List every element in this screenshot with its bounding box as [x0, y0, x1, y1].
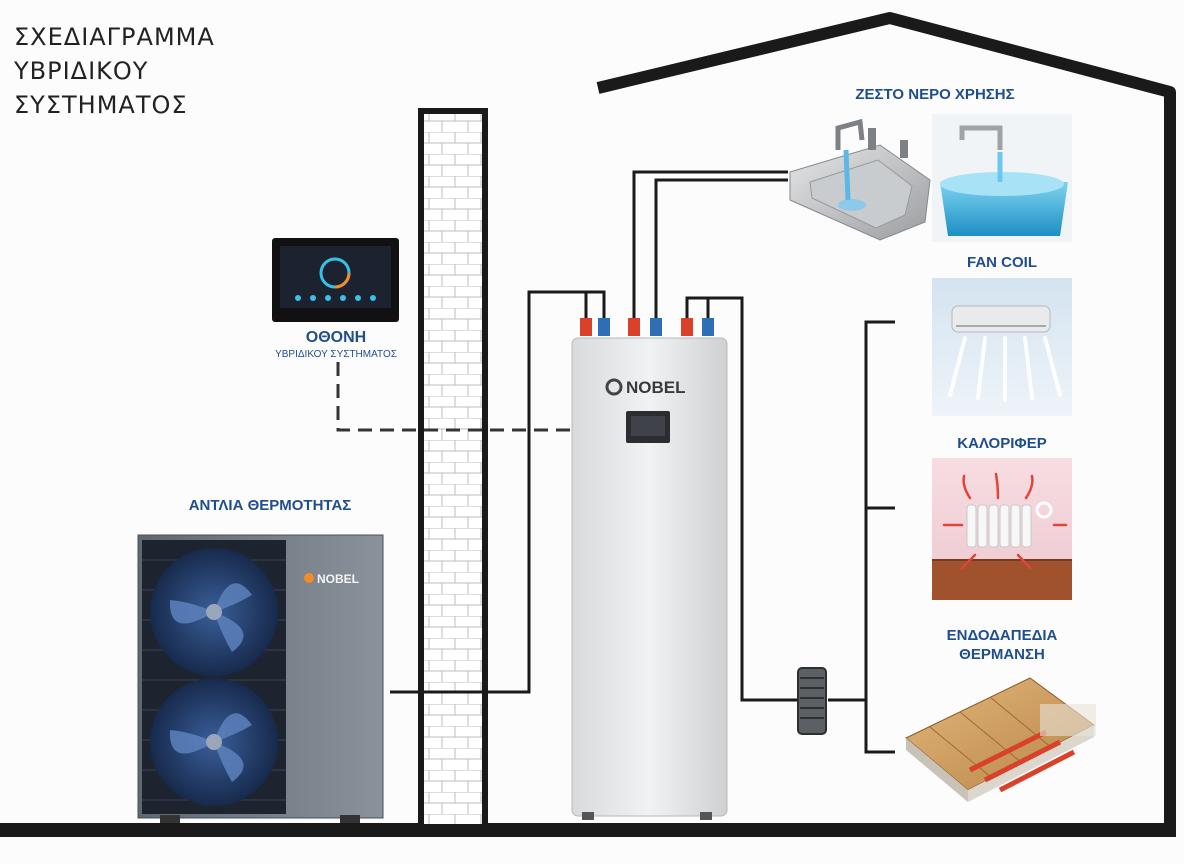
floor-heating-image — [905, 677, 1096, 802]
control-cable — [336, 362, 572, 432]
brick-wall — [418, 108, 488, 830]
fan-coil-label: FAN COIL — [967, 254, 1037, 271]
heat-pump-unit — [137, 534, 384, 823]
heat-pump-label: ΑΝΤΛΙΑ ΘΕΡΜΟΤΗΤΑΣ — [188, 497, 352, 514]
buffer-tank-unit — [571, 337, 728, 820]
screen-sublabel: ΥΒΡΙΔΙΚΟΥ ΣΥΣΤΗΜΑΤΟΣ — [275, 349, 397, 360]
tank-logo-mark — [605, 378, 623, 396]
floor-heating-label-line-1: ΕΝΔΟΔΑΠΕΔΙΑ — [946, 627, 1058, 644]
tank-connectors — [580, 318, 714, 336]
pump-logo-mark — [304, 573, 314, 583]
screen-label: ΟΘΟΝΗ — [305, 329, 367, 346]
fan-coil-image — [932, 278, 1072, 416]
controller-screen — [272, 238, 399, 322]
manifold-component — [797, 667, 827, 735]
tank-logo-text: NOBEL — [626, 378, 686, 397]
radiator-label: ΚΑΛΟΡΙΦΕΡ — [957, 435, 1047, 452]
diagram-title-line-1: ΣΧΕΔΙΑΓΡΑΜΜΑ — [14, 23, 215, 51]
floor-heating-label-line-2: ΘΕΡΜΑΝΣΗ — [959, 646, 1045, 663]
diagram-title-line-3: ΣΥΣΤΗΜΑΤΟΣ — [14, 91, 188, 119]
sink-image — [789, 118, 931, 241]
radiator-image — [932, 458, 1072, 600]
diagram-title-line-2: ΥΒΡΙΔΙΚΟΥ — [14, 57, 149, 85]
hot-water-label: ΖΕΣΤΟ ΝΕΡΟ ΧΡΗΣΗΣ — [855, 86, 1015, 103]
pump-logo-text: NOBEL — [317, 572, 359, 586]
bathtub-image — [932, 114, 1072, 242]
house-outline — [596, 12, 1176, 830]
pipes — [390, 170, 895, 754]
